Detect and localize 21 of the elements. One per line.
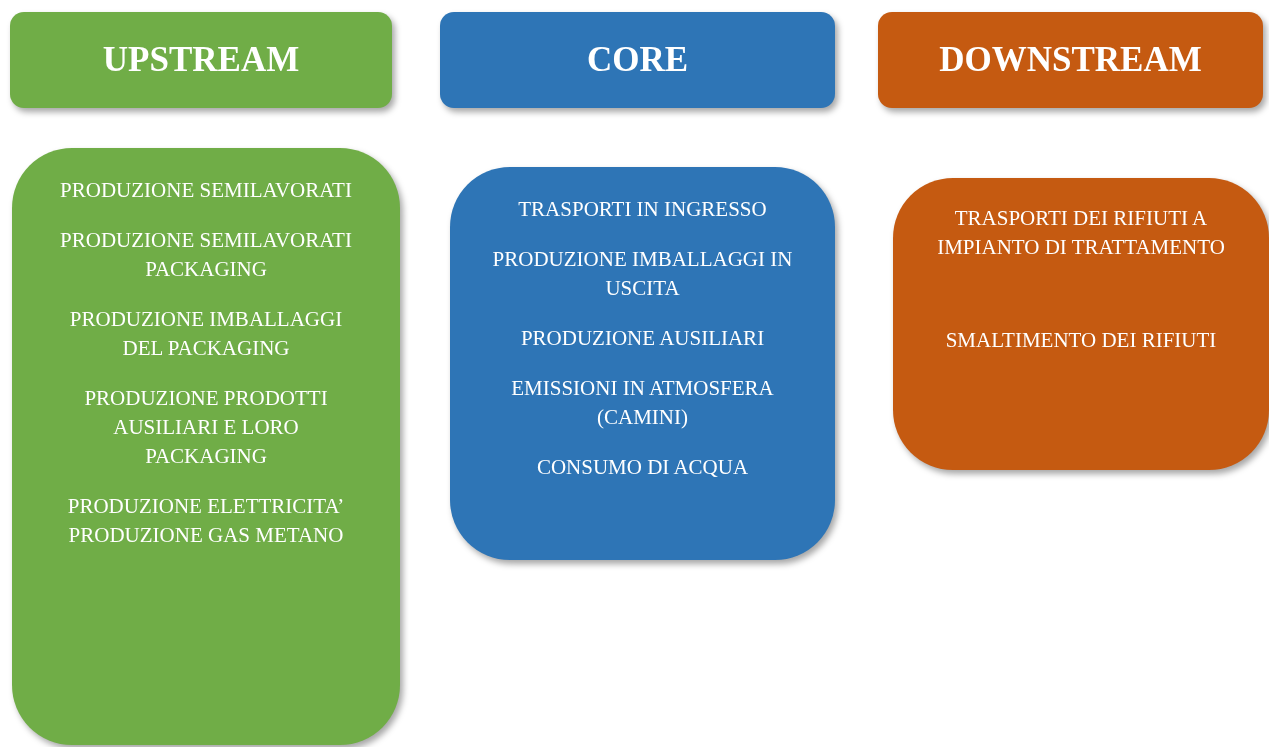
- category-panel: [450, 167, 835, 560]
- header-title: CORE: [586, 40, 689, 80]
- item-text: PRODUZIONE IMBALLAGGI IN USCITA: [491, 246, 794, 302]
- item-text: PRODUZIONE IMBALLAGGI DEL PACKAGING: [68, 306, 344, 362]
- item-text: SMALTIMENTO DEI RIFIUTI: [944, 327, 1218, 354]
- item-text: CONSUMO DI ACQUA: [535, 454, 750, 481]
- item-text: PRODUZIONE SEMILAVORATI PACKAGING: [59, 227, 353, 283]
- item-text: TRASPORTI IN INGRESSO: [517, 196, 768, 223]
- category-panel: [893, 178, 1269, 470]
- header-title: UPSTREAM: [102, 40, 300, 80]
- header-panel: [878, 12, 1263, 108]
- item-text: TRASPORTI DEI RIFIUTI A IMPIANTO DI TRATTAMENTO: [936, 205, 1226, 261]
- item-text: PRODUZIONE PRODOTTI AUSILIARI E LORO PACKAGING: [83, 385, 329, 470]
- category-panel: [12, 148, 400, 745]
- item-text: PRODUZIONE ELETTRICITA’ PRODUZIONE GAS METANO: [66, 493, 346, 549]
- header-title: DOWNSTREAM: [939, 40, 1202, 80]
- item-text: EMISSIONI IN ATMOSFERA (CAMINI): [510, 375, 775, 431]
- item-text: PRODUZIONE SEMILAVORATI: [59, 177, 353, 204]
- header-panel: [10, 12, 392, 108]
- header-panel: [440, 12, 835, 108]
- item-text: PRODUZIONE AUSILIARI: [519, 325, 766, 352]
